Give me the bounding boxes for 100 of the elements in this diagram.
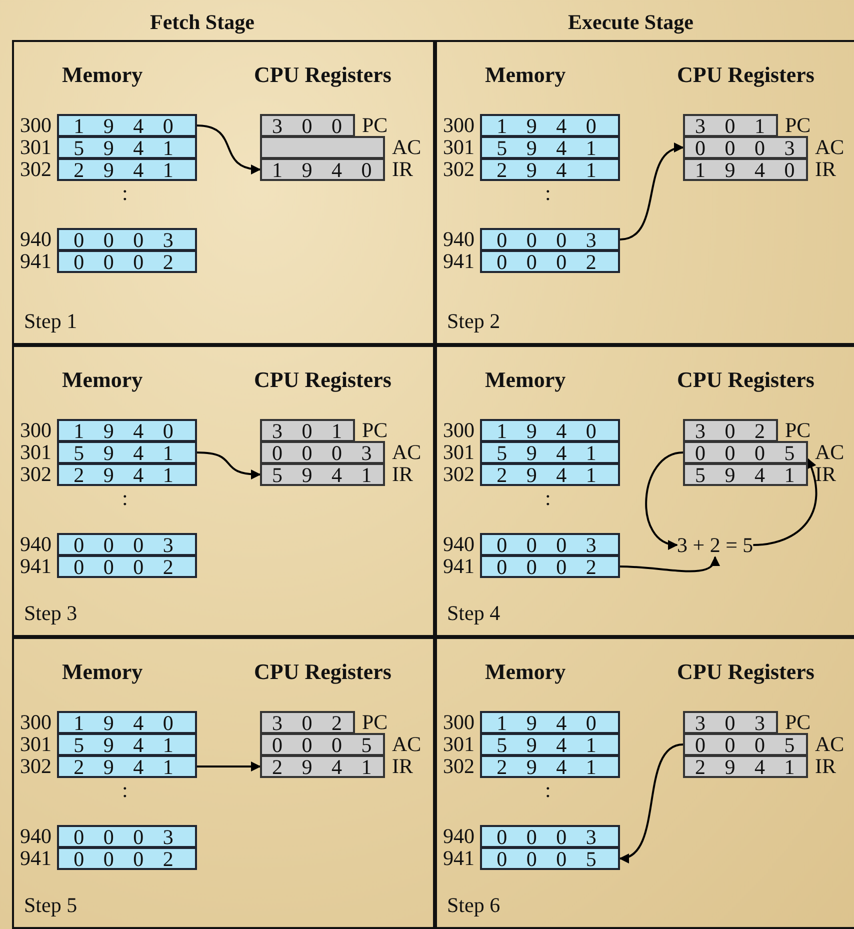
ellipsis-mark: :: [545, 487, 551, 509]
arrow: [645, 452, 684, 548]
register-name: IR: [815, 756, 836, 777]
memory-cell: 0 0 0 3: [480, 533, 620, 556]
memory-cell: 5 9 4 1: [480, 136, 620, 159]
address-label: 302: [20, 756, 52, 777]
memory-cell: 1 9 4 0: [57, 114, 197, 137]
memory-cell: 5 9 4 1: [57, 733, 197, 756]
ellipsis-mark: :: [122, 487, 128, 509]
register-cell: 0 0 0 5: [683, 441, 808, 464]
ellipsis-mark: :: [122, 779, 128, 801]
memory-cell: 2 9 4 1: [480, 158, 620, 181]
register-name: AC: [392, 442, 422, 463]
register-name: IR: [392, 756, 413, 777]
arrow: [196, 452, 261, 480]
arrow: [196, 124, 261, 174]
memory-cell: 1 9 4 0: [480, 419, 620, 442]
registers-heading: CPU Registers: [254, 62, 392, 88]
address-label: 300: [443, 420, 474, 441]
address-label: 300: [20, 420, 52, 441]
address-label: 940: [20, 229, 52, 250]
step-label: Step 1: [24, 309, 78, 334]
memory-cell: 0 0 0 3: [480, 228, 620, 251]
address-label: 941: [20, 556, 52, 577]
address-label: 301: [443, 442, 474, 463]
step-panel: [12, 40, 435, 345]
memory-cell: 1 9 4 0: [480, 114, 620, 137]
address-label: 302: [20, 159, 52, 180]
memory-cell: 5 9 4 1: [57, 441, 197, 464]
arrow: [753, 458, 818, 546]
address-label: 941: [443, 251, 474, 272]
register-cell: 3 0 1: [683, 114, 778, 137]
register-name: IR: [392, 159, 413, 180]
address-label: 300: [443, 712, 474, 733]
register-cell: [260, 136, 385, 159]
memory-cell: 0 0 0 2: [480, 555, 620, 578]
memory-heading: Memory: [62, 62, 143, 88]
memory-cell: 5 9 4 1: [57, 136, 197, 159]
memory-heading: Memory: [62, 367, 143, 393]
address-label: 301: [443, 734, 474, 755]
register-cell: 0 0 0 5: [260, 733, 385, 756]
register-name: PC: [362, 712, 388, 733]
step-panel: [435, 345, 854, 637]
register-name: AC: [815, 442, 844, 463]
address-label: 302: [443, 159, 474, 180]
address-label: 941: [443, 848, 474, 869]
register-cell: 0 0 0 3: [260, 441, 385, 464]
address-label: 941: [20, 251, 52, 272]
register-cell: 3 0 0: [260, 114, 355, 137]
memory-cell: 0 0 0 2: [57, 847, 197, 870]
address-label: 300: [20, 712, 52, 733]
register-name: AC: [815, 734, 844, 755]
address-label: 940: [443, 534, 474, 555]
register-name: PC: [362, 115, 388, 136]
register-cell: 1 9 4 0: [683, 158, 808, 181]
register-cell: 3 0 2: [683, 419, 778, 442]
register-cell: 3 0 3: [683, 711, 778, 734]
register-name: PC: [785, 420, 811, 441]
memory-cell: 0 0 0 2: [480, 250, 620, 273]
register-cell: 2 9 4 1: [683, 755, 808, 778]
register-name: IR: [815, 159, 836, 180]
memory-cell: 2 9 4 1: [57, 755, 197, 778]
calculation-text: 3 + 2 = 5: [677, 533, 754, 557]
register-name: AC: [392, 734, 422, 755]
step-panel: [435, 40, 854, 345]
arrow: [620, 556, 718, 572]
memory-heading: Memory: [62, 659, 143, 685]
address-label: 940: [20, 534, 52, 555]
address-label: 940: [443, 229, 474, 250]
register-cell: 5 9 4 1: [260, 463, 385, 486]
memory-heading: Memory: [485, 659, 566, 685]
registers-heading: CPU Registers: [254, 659, 392, 685]
step-label: Step 2: [447, 309, 500, 334]
registers-heading: CPU Registers: [677, 659, 814, 685]
register-name: PC: [362, 420, 388, 441]
register-name: AC: [815, 137, 844, 158]
step-panel: [12, 637, 435, 929]
ellipsis-mark: :: [545, 182, 551, 204]
memory-cell: 2 9 4 1: [480, 755, 620, 778]
register-cell: 0 0 0 5: [683, 733, 808, 756]
address-label: 301: [20, 734, 52, 755]
register-name: AC: [392, 137, 422, 158]
memory-cell: 5 9 4 1: [480, 733, 620, 756]
memory-heading: Memory: [485, 62, 566, 88]
register-cell: 3 0 2: [260, 711, 355, 734]
memory-cell: 0 0 0 5: [480, 847, 620, 870]
address-label: 302: [443, 464, 474, 485]
register-name: IR: [392, 464, 413, 485]
register-name: PC: [785, 115, 811, 136]
memory-cell: 2 9 4 1: [57, 463, 197, 486]
address-label: 302: [443, 756, 474, 777]
address-label: 300: [20, 115, 52, 136]
address-label: 302: [20, 464, 52, 485]
ellipsis-mark: :: [545, 779, 551, 801]
address-label: 301: [443, 137, 474, 158]
memory-cell: 5 9 4 1: [480, 441, 620, 464]
register-name: PC: [785, 712, 811, 733]
memory-cell: 1 9 4 0: [57, 711, 197, 734]
memory-cell: 0 0 0 3: [57, 533, 197, 556]
step-label: Step 3: [24, 601, 78, 626]
